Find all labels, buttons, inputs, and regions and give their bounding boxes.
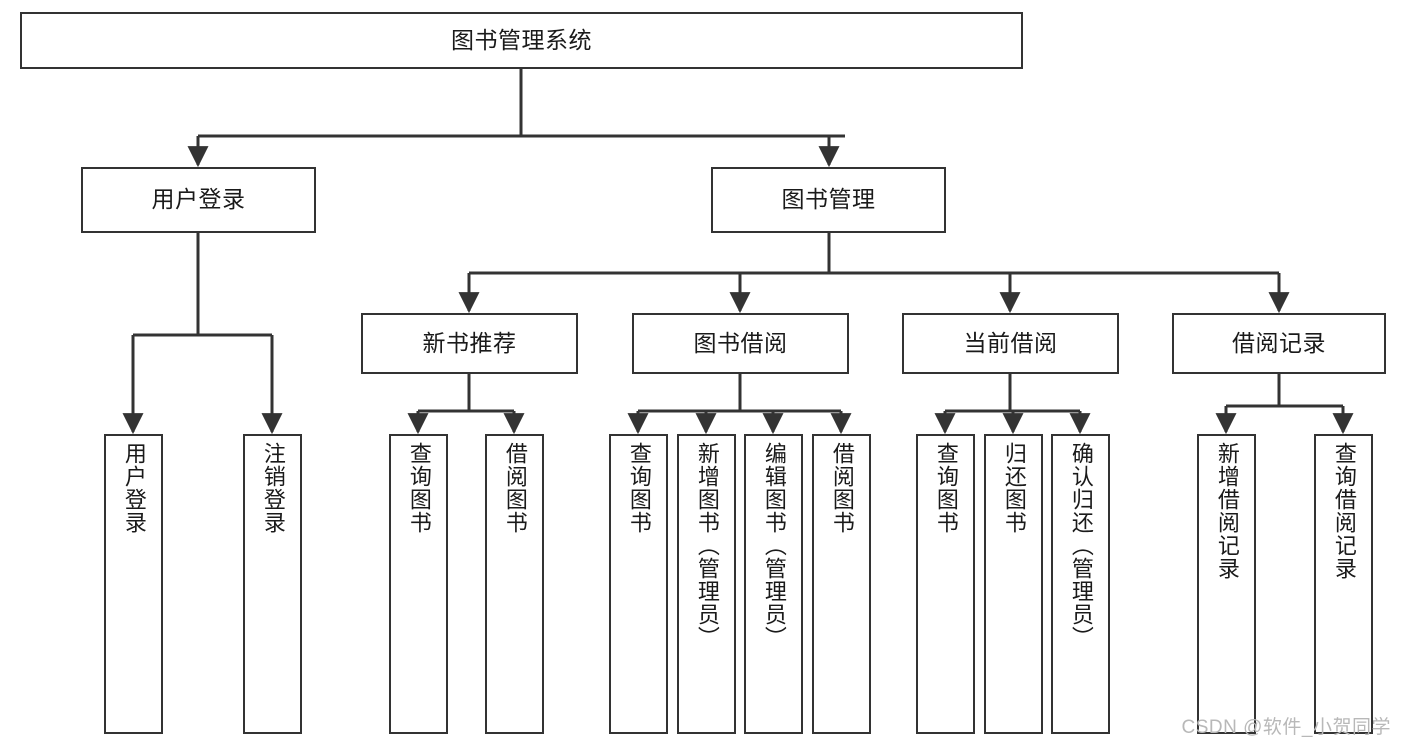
leaf-query-book-recommend[interactable]: 查询图书 (389, 434, 448, 734)
node-label: 当前借阅 (963, 329, 1058, 356)
node-label: 用户登录 (121, 442, 147, 534)
leaf-logout-login[interactable]: 注销登录 (243, 434, 302, 734)
node-label: 图书管理 (781, 186, 876, 213)
node-label: 借阅图书 (829, 442, 855, 534)
node-label: 新增借阅记录 (1214, 442, 1240, 580)
node-label: 借阅记录 (1232, 329, 1326, 356)
leaf-query-borrow-record[interactable]: 查询借阅记录 (1314, 434, 1373, 734)
node-label: 查询借阅记录 (1331, 442, 1357, 580)
node-label: 新增图书（管理员） (694, 442, 720, 649)
node-book-borrow[interactable]: 图书借阅 (632, 313, 849, 374)
node-borrow-record[interactable]: 借阅记录 (1172, 313, 1386, 374)
leaf-add-book-admin[interactable]: 新增图书（管理员） (677, 434, 736, 734)
leaf-return-book[interactable]: 归还图书 (984, 434, 1043, 734)
node-book-manage[interactable]: 图书管理 (711, 167, 946, 233)
node-label: 查询图书 (626, 442, 652, 534)
leaf-borrow-book-recommend[interactable]: 借阅图书 (485, 434, 544, 734)
node-label: 查询图书 (406, 442, 432, 534)
leaf-user-login[interactable]: 用户登录 (104, 434, 163, 734)
node-label: 确认归还（管理员） (1068, 442, 1094, 649)
leaf-query-book-borrow[interactable]: 查询图书 (609, 434, 668, 734)
leaf-borrow-book[interactable]: 借阅图书 (812, 434, 871, 734)
node-label: 借阅图书 (502, 442, 528, 534)
node-label: 新书推荐 (422, 329, 517, 356)
leaf-query-book-current[interactable]: 查询图书 (916, 434, 975, 734)
leaf-add-borrow-record[interactable]: 新增借阅记录 (1197, 434, 1256, 734)
node-label: 图书借阅 (693, 329, 788, 356)
watermark-text: CSDN @软件_小贺同学 (1181, 717, 1391, 738)
leaf-confirm-return-admin[interactable]: 确认归还（管理员） (1051, 434, 1110, 734)
node-label: 注销登录 (260, 442, 286, 534)
node-new-book-recommend[interactable]: 新书推荐 (361, 313, 578, 374)
node-current-borrow[interactable]: 当前借阅 (902, 313, 1119, 374)
node-root-system[interactable]: 图书管理系统 (20, 12, 1023, 69)
node-label: 用户登录 (151, 186, 246, 213)
node-label: 归还图书 (1001, 442, 1027, 534)
node-user-login[interactable]: 用户登录 (81, 167, 316, 233)
leaf-edit-book-admin[interactable]: 编辑图书（管理员） (744, 434, 803, 734)
node-label: 查询图书 (933, 442, 959, 534)
node-label: 编辑图书（管理员） (761, 442, 787, 649)
node-label: 图书管理系统 (451, 26, 592, 53)
